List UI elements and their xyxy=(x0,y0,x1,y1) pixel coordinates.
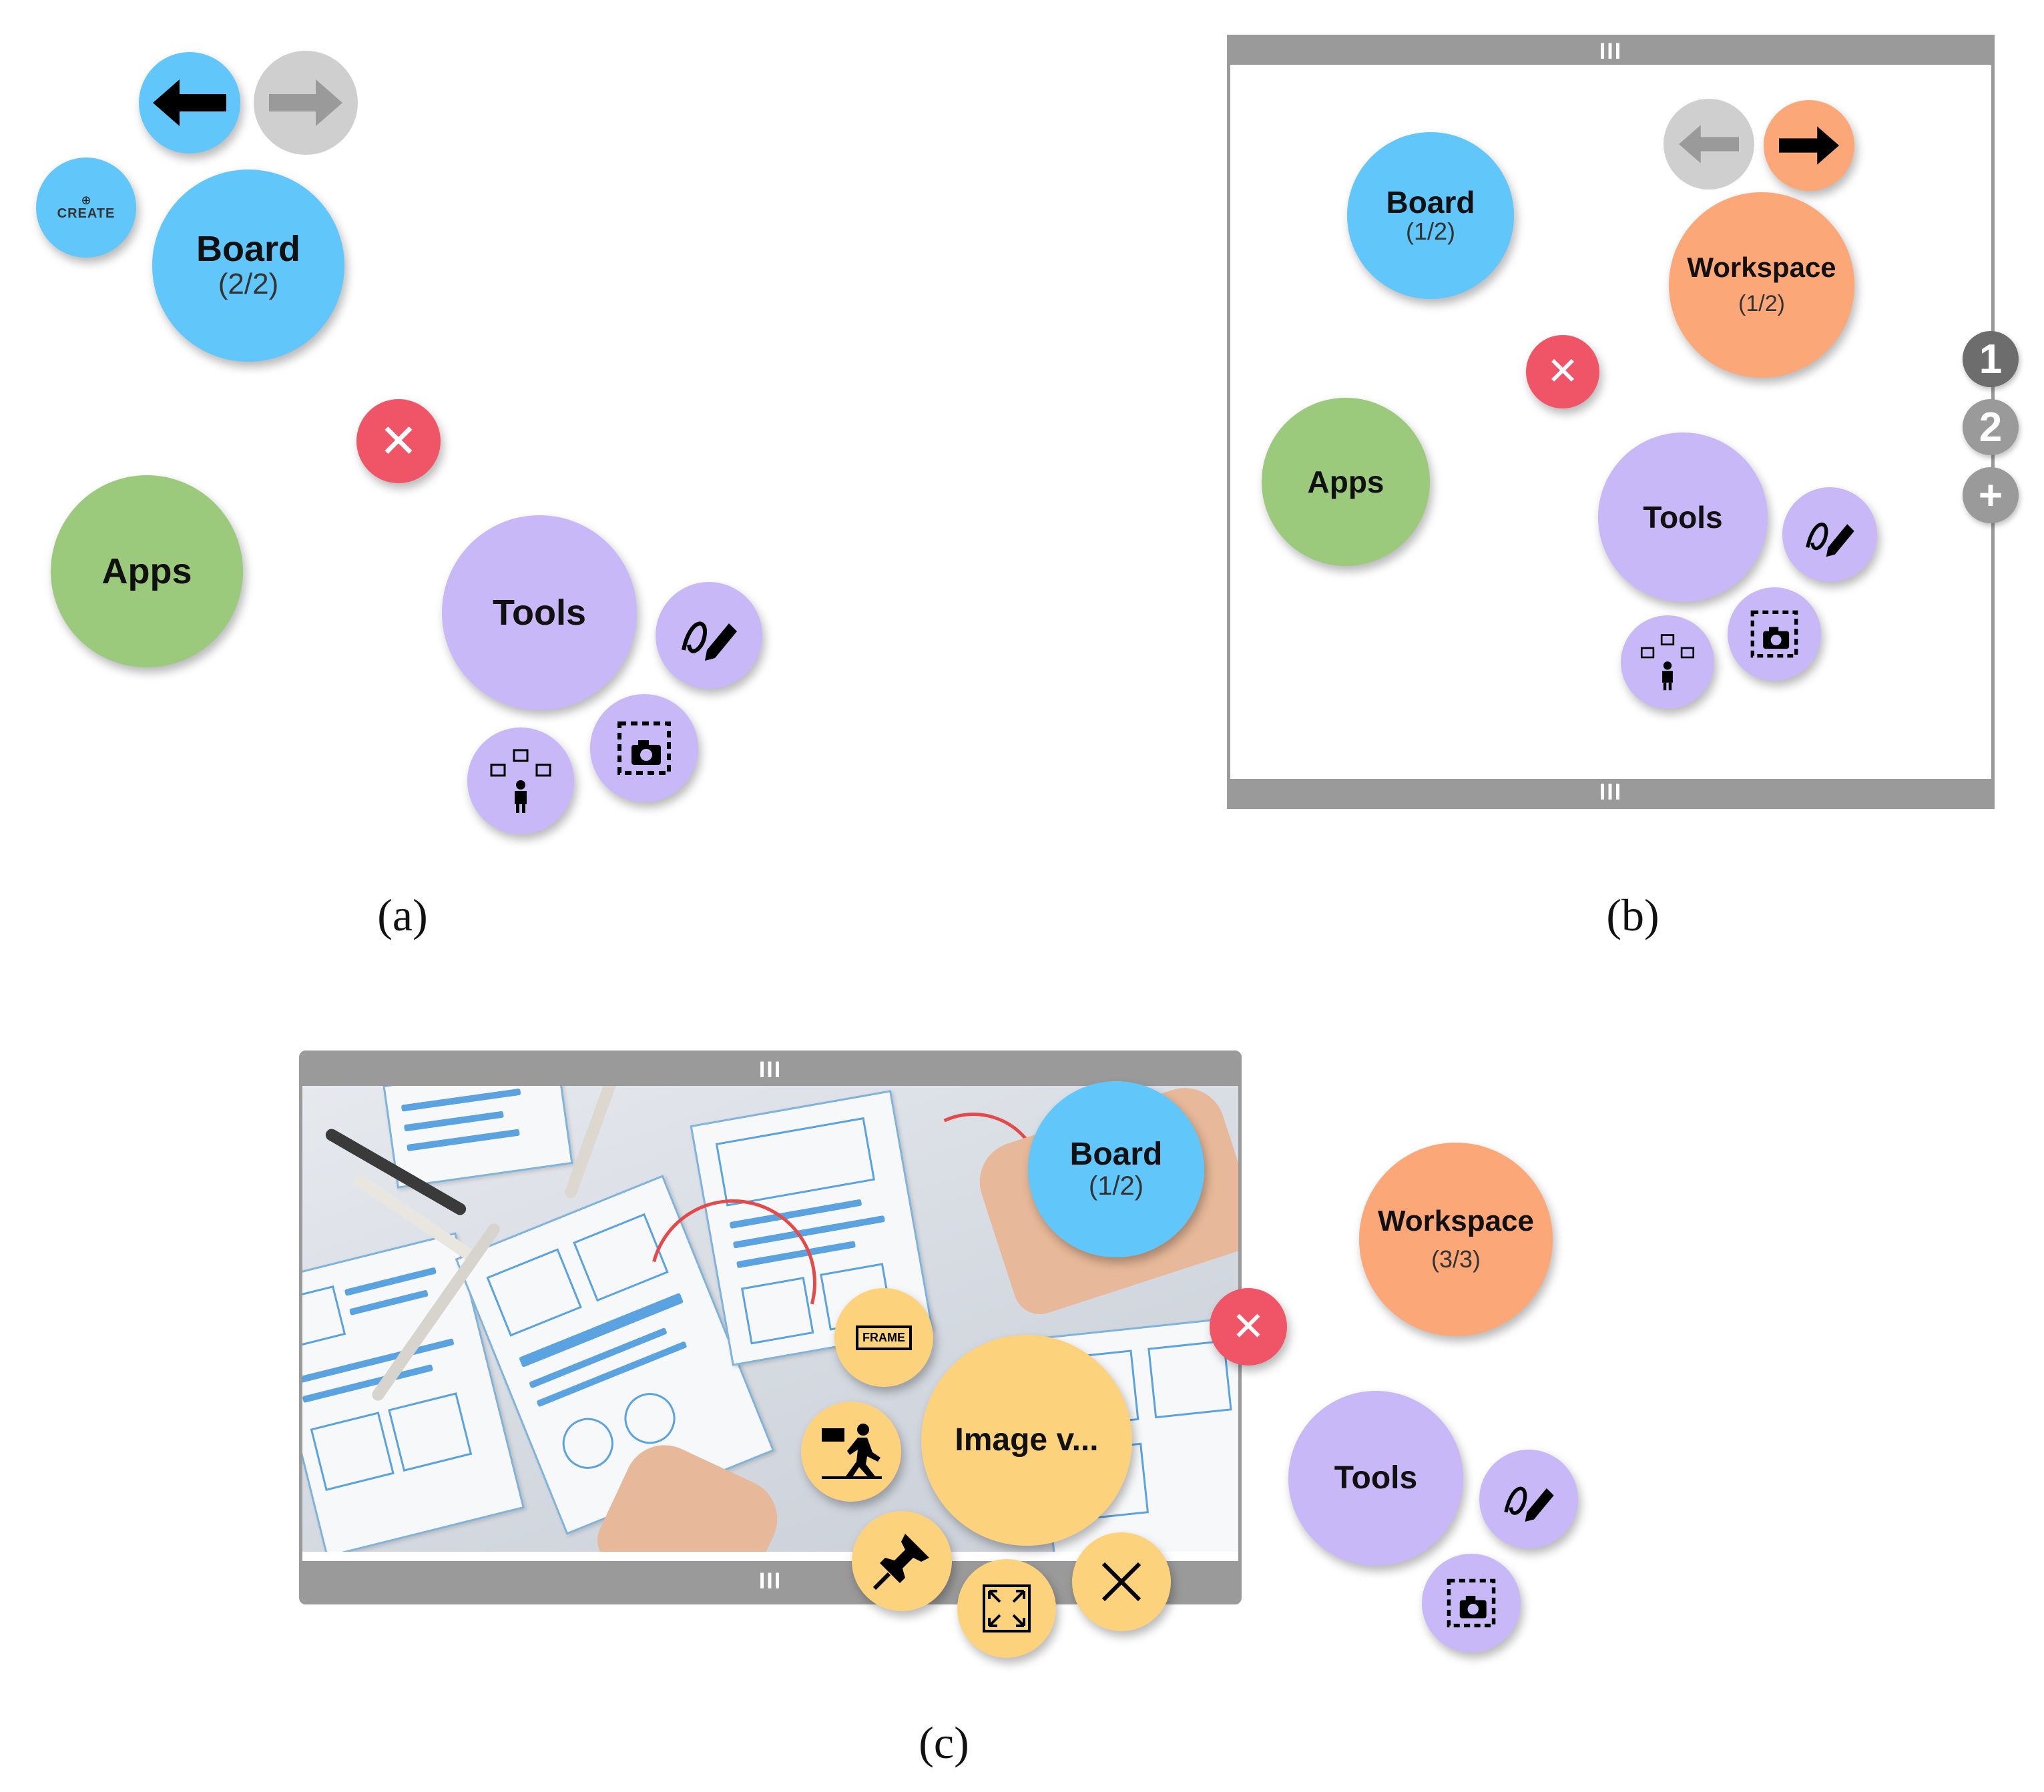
tools-menu-button[interactable]: Tools xyxy=(1288,1391,1463,1566)
caption-b: (b) xyxy=(1606,890,1659,940)
frame-icon: FRAME xyxy=(856,1325,912,1350)
screen-capture-icon xyxy=(617,721,671,775)
ink-tool-button[interactable] xyxy=(1479,1450,1578,1548)
workspace-page-2-button[interactable]: 2 xyxy=(1963,399,2019,455)
screenshot-tool-button[interactable] xyxy=(1728,587,1821,681)
tools-title: Tools xyxy=(1643,499,1723,535)
board-menu-button[interactable]: Board (2/2) xyxy=(152,170,344,362)
create-label: CREATE xyxy=(57,206,115,221)
board-title: Board xyxy=(1069,1136,1163,1172)
close-app-button[interactable] xyxy=(1072,1532,1171,1631)
workspace-menu-button[interactable]: Workspace (3/3) xyxy=(1359,1143,1553,1336)
board-page-count: (1/2) xyxy=(1088,1171,1144,1201)
board-menu-button[interactable]: Board (1/2) xyxy=(1028,1081,1204,1257)
board-title: Board xyxy=(196,229,300,270)
image-scrollbar[interactable] xyxy=(302,1552,1238,1557)
app-title: Image v... xyxy=(955,1422,1099,1458)
workspace-title: Workspace xyxy=(1687,252,1836,284)
arrow-left-icon xyxy=(153,79,226,126)
collaboration-tool-button[interactable] xyxy=(467,727,574,834)
forward-button[interactable] xyxy=(1764,100,1854,191)
tools-title: Tools xyxy=(493,592,586,633)
pen-signature-icon xyxy=(1504,1486,1554,1522)
person-speech-bubbles-icon xyxy=(490,749,551,813)
board-page-count: (1/2) xyxy=(1405,218,1456,246)
screen-capture-icon xyxy=(1447,1578,1496,1628)
frame-button[interactable]: FRAME xyxy=(834,1288,933,1387)
frame-label: FRAME xyxy=(862,1330,905,1344)
workspace-title: Workspace xyxy=(1378,1205,1534,1238)
close-icon: ✕ xyxy=(1231,1304,1266,1349)
pushpin-icon xyxy=(872,1534,929,1590)
forward-button[interactable] xyxy=(254,51,358,155)
back-button-disabled[interactable] xyxy=(1664,99,1754,190)
tools-title: Tools xyxy=(1334,1460,1418,1496)
person-exit-icon xyxy=(822,1424,882,1479)
workspace-page-count: (3/3) xyxy=(1431,1245,1481,1273)
workspace-page-1-button[interactable]: 1 xyxy=(1963,331,2019,387)
board-menu-button[interactable]: Board (1/2) xyxy=(1347,132,1514,299)
arrow-right-icon xyxy=(1779,126,1839,165)
tools-menu-button[interactable]: Tools xyxy=(442,515,637,710)
close-button[interactable]: ✕ xyxy=(1526,335,1599,408)
screenshot-tool-button[interactable] xyxy=(1422,1554,1521,1653)
person-speech-bubbles-icon xyxy=(1640,634,1695,691)
board-page-count: (2/2) xyxy=(218,268,279,301)
board-title: Board xyxy=(1386,185,1475,220)
close-button[interactable]: ✕ xyxy=(1210,1288,1287,1366)
top-drag-handle[interactable]: III xyxy=(302,1054,1238,1086)
pen-signature-icon xyxy=(1806,523,1854,557)
collaboration-tool-button[interactable] xyxy=(1621,615,1714,709)
plus-circle-icon: ⊕ xyxy=(81,193,91,207)
tools-menu-button[interactable]: Tools xyxy=(1598,432,1768,602)
close-icon xyxy=(1101,1562,1141,1602)
caption-c: (c) xyxy=(919,1717,969,1768)
image-viewer-app-button[interactable]: Image v... xyxy=(921,1335,1132,1546)
apps-menu-button[interactable]: Apps xyxy=(51,475,243,667)
fullscreen-icon xyxy=(983,1584,1031,1632)
apps-title: Apps xyxy=(101,551,192,591)
apps-menu-button[interactable]: Apps xyxy=(1262,398,1430,566)
screen-capture-icon xyxy=(1750,610,1798,658)
caption-a: (a) xyxy=(377,890,428,940)
screenshot-tool-button[interactable] xyxy=(590,694,698,802)
pen-signature-icon xyxy=(682,621,737,661)
close-icon: ✕ xyxy=(378,415,419,467)
pin-button[interactable] xyxy=(852,1511,952,1611)
arrow-left-icon xyxy=(1679,125,1739,164)
back-button[interactable] xyxy=(139,52,240,154)
apps-title: Apps xyxy=(1307,464,1384,499)
workspace-menu-button[interactable]: Workspace (1/2) xyxy=(1669,192,1854,378)
close-icon: ✕ xyxy=(1546,350,1579,393)
arrow-right-icon xyxy=(269,79,342,126)
close-button[interactable]: ✕ xyxy=(356,399,441,483)
ink-tool-button[interactable] xyxy=(656,582,762,689)
bottom-drag-handle[interactable]: III xyxy=(1230,779,1991,806)
exit-app-button[interactable] xyxy=(801,1402,901,1502)
top-drag-handle[interactable]: III xyxy=(1230,38,1991,65)
create-button[interactable]: ⊕ CREATE xyxy=(36,158,136,258)
add-workspace-page-button[interactable]: + xyxy=(1963,467,2019,523)
maximize-button[interactable] xyxy=(957,1559,1056,1658)
workspace-page-count: (1/2) xyxy=(1738,291,1785,317)
ink-tool-button[interactable] xyxy=(1782,487,1877,582)
